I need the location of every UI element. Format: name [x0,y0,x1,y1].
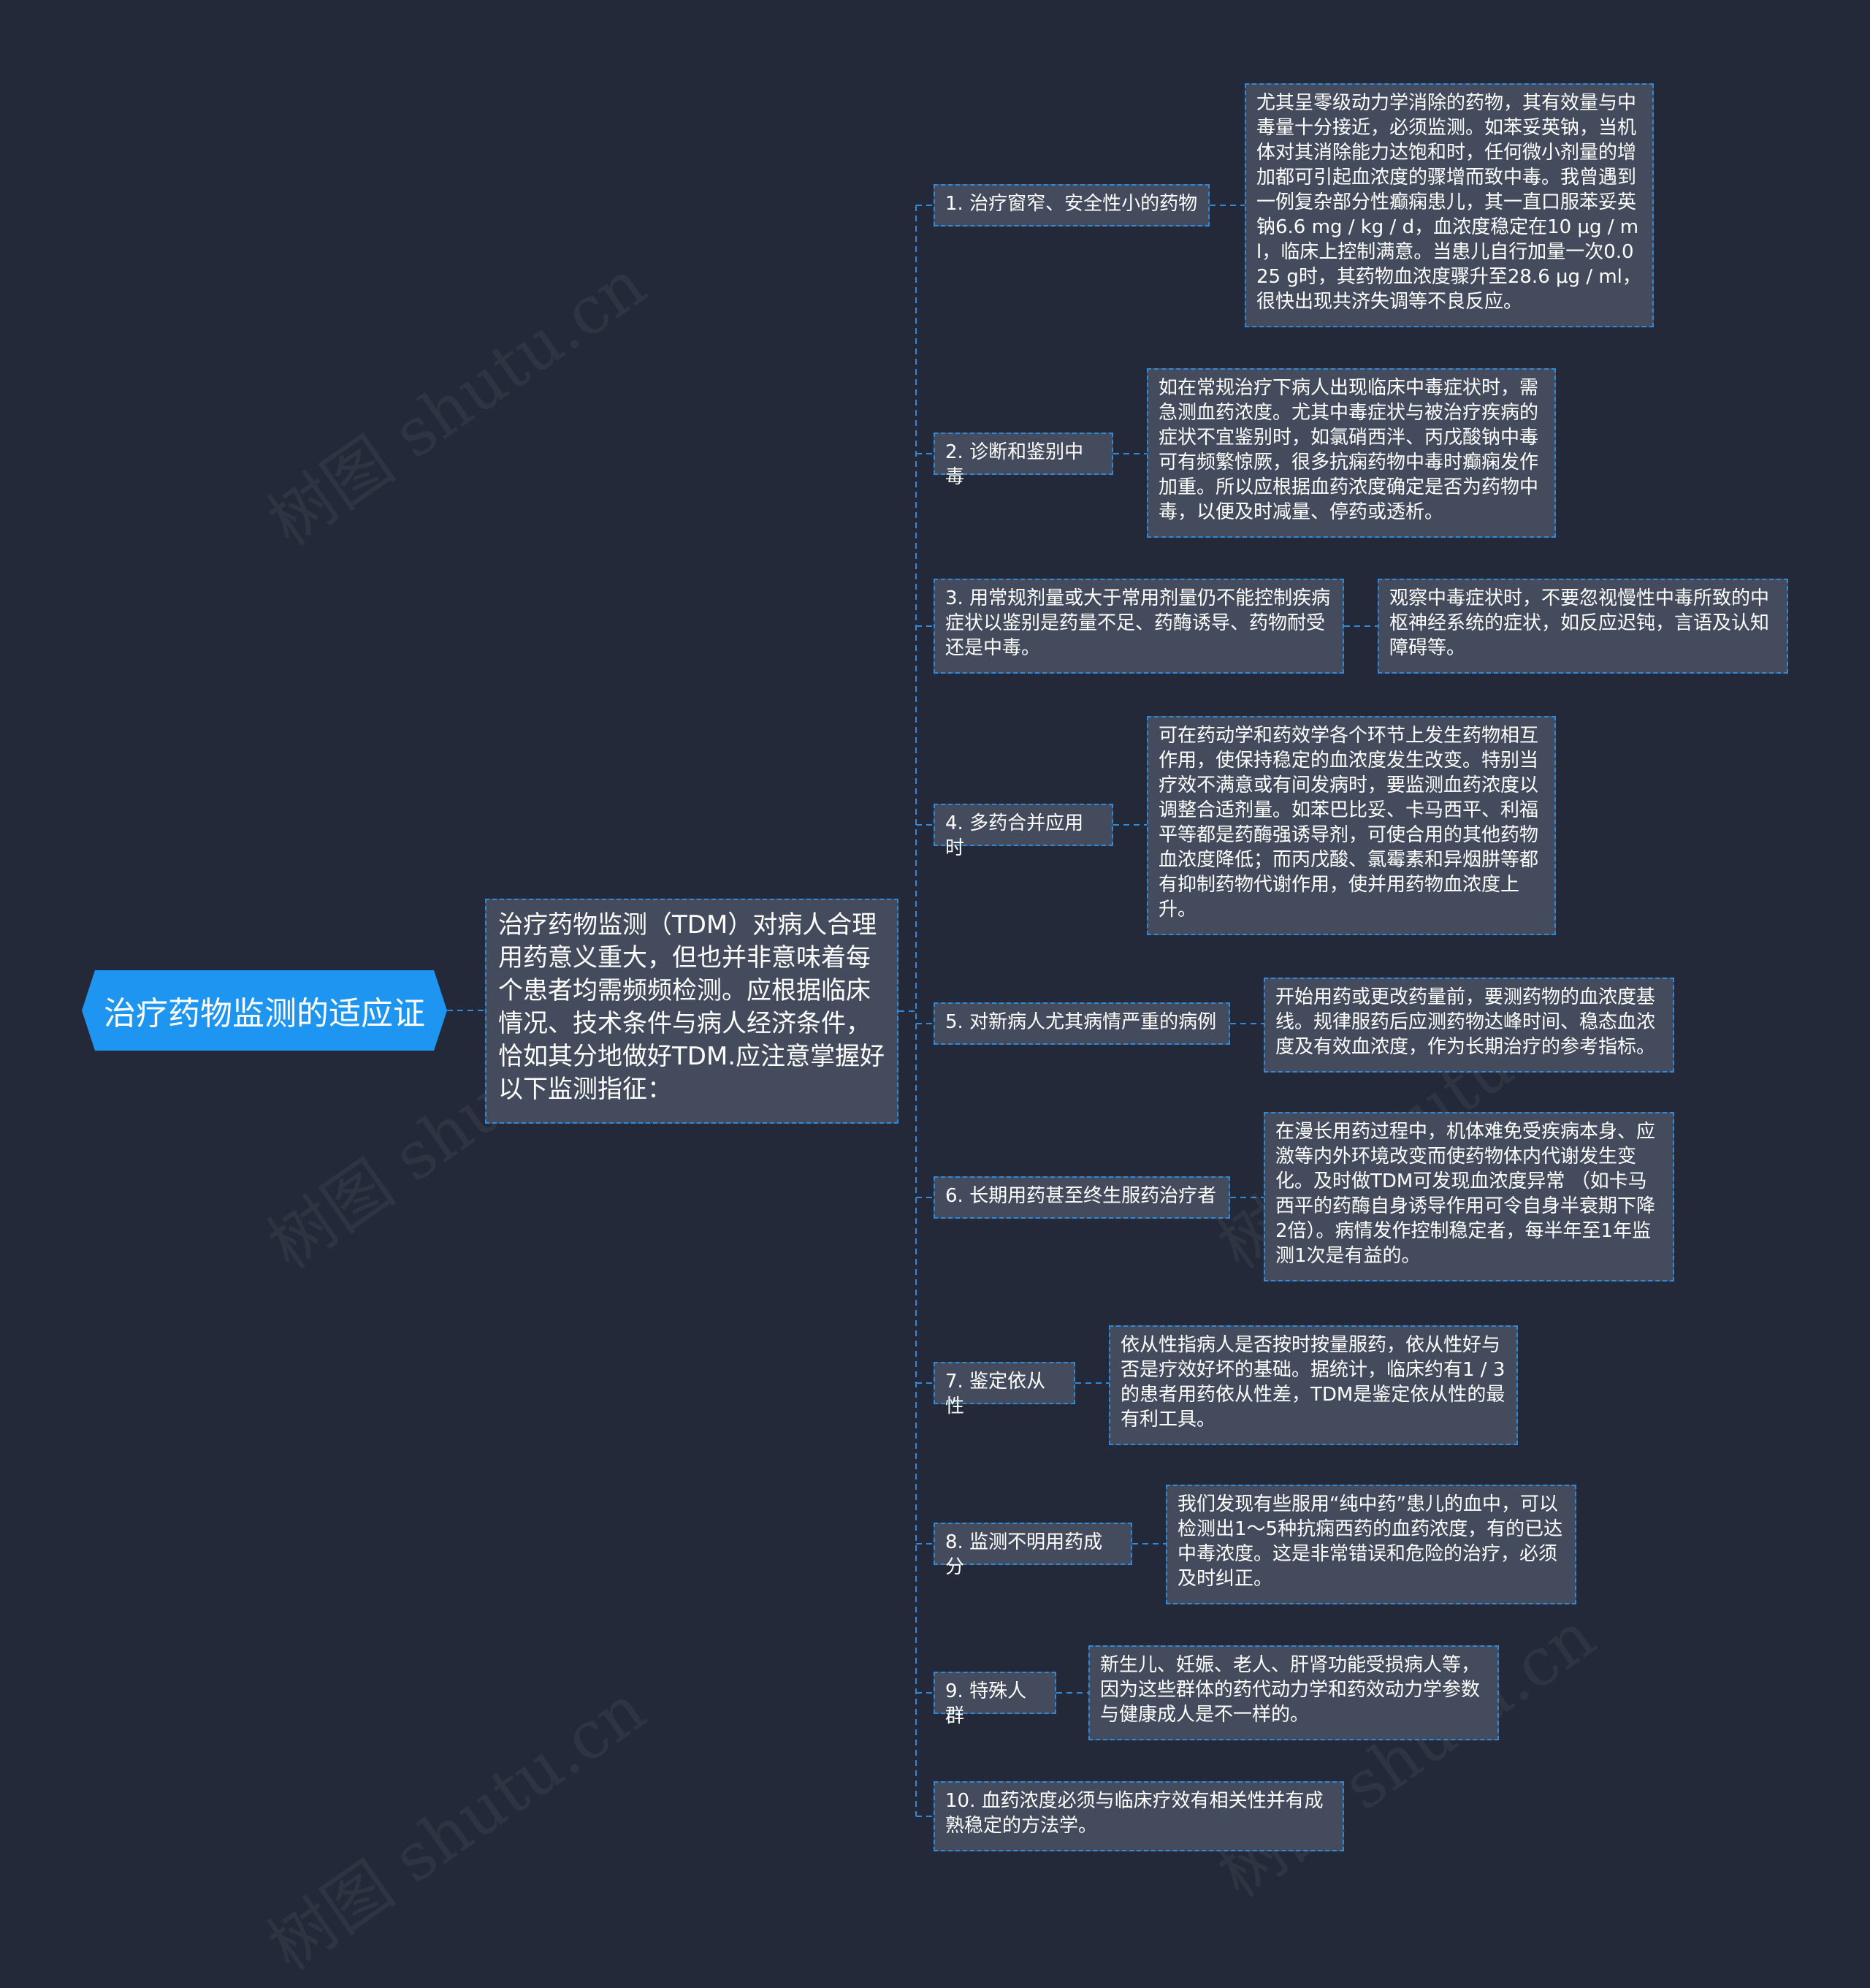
detail-3[interactable]: 观察中毒症状时，不要忽视慢性中毒所致的中枢神经系统的症状，如反应迟钝，言语及认知… [1378,579,1788,674]
branch-9[interactable]: 9. 特殊人群 [934,1672,1056,1727]
detail-4-text: 可在药动学和药效学各个环节上发生药物相互作用，使保持稳定的血浓度发生改变。特别当… [1159,725,1539,921]
detail-7-text: 依从性指病人是否按时按量服药，依从性好与否是疗效好坏的基础。据统计，临床约有1 … [1121,1334,1505,1431]
branch-2-label: 2. 诊断和鉴别中毒 [945,441,1084,488]
detail-8-text: 我们发现有些服用“纯中药”患儿的血中，可以检测出1～5种抗痫西药的血药浓度，有的… [1178,1493,1563,1590]
detail-1-text: 尤其呈零级动力学消除的药物，其有效量与中毒量十分接近，必须监测。如苯妥英钠，当机… [1256,92,1641,313]
detail-9-text: 新生儿、妊娠、老人、肝肾功能受损病人等，因为这些群体的药代动力学和药效动力学参数… [1100,1654,1481,1726]
branch-7-label: 7. 鉴定依从性 [945,1371,1046,1417]
branch-6[interactable]: 6. 长期用药甚至终生服药治疗者 [934,1176,1230,1219]
branch-3-label: 3. 用常规剂量或大于常用剂量仍不能控制疾病症状以鉴别是药量不足、药酶诱导、药物… [945,587,1331,659]
branch-4-label: 4. 多药合并应用时 [945,812,1084,859]
detail-5[interactable]: 开始用药或更改药量前，要测药物的血浓度基线。规律服药后应测药物达峰时间、稳态血浓… [1264,978,1674,1073]
branch-8-label: 8. 监测不明用药成分 [945,1531,1103,1578]
detail-3-text: 观察中毒症状时，不要忽视慢性中毒所致的中枢神经系统的症状，如反应迟钝，言语及认知… [1389,587,1770,659]
branch-8[interactable]: 8. 监测不明用药成分 [934,1523,1132,1578]
detail-7[interactable]: 依从性指病人是否按时按量服药，依从性好与否是疗效好坏的基础。据统计，临床约有1 … [1109,1325,1518,1445]
branch-10-label: 10. 血药浓度必须与临床疗效有相关性并有成熟稳定的方法学。 [945,1790,1324,1837]
root-title: 治疗药物监测的适应证 [104,995,425,1032]
root-topic[interactable]: 治疗药物监测的适应证 [82,970,447,1051]
branch-5[interactable]: 5. 对新病人尤其病情严重的病例 [934,1002,1230,1045]
detail-4[interactable]: 可在药动学和药效学各个环节上发生药物相互作用，使保持稳定的血浓度发生改变。特别当… [1147,716,1556,935]
branch-10[interactable]: 10. 血药浓度必须与临床疗效有相关性并有成熟稳定的方法学。 [934,1781,1344,1851]
detail-5-text: 开始用药或更改药量前，要测药物的血浓度基线。规律服药后应测药物达峰时间、稳态血浓… [1275,986,1656,1058]
branch-1-label: 1. 治疗窗窄、安全性小的药物 [945,193,1198,215]
branch-1[interactable]: 1. 治疗窗窄、安全性小的药物 [934,184,1210,226]
center-topic[interactable]: 治疗药物监测（TDM）对病人合理用药意义重大，但也并非意味着每个患者均需频频检测… [485,899,898,1124]
branch-7[interactable]: 7. 鉴定依从性 [934,1362,1075,1417]
branch-3[interactable]: 3. 用常规剂量或大于常用剂量仍不能控制疾病症状以鉴别是药量不足、药酶诱导、药物… [934,579,1344,674]
mind-map-canvas: 树图 shutu.cn 树图 shutu.cn 树图 shutu.cn 树图 s… [82,83,1788,1986]
branch-2[interactable]: 2. 诊断和鉴别中毒 [934,433,1113,488]
detail-2[interactable]: 如在常规治疗下病人出现临床中毒症状时，需急测血药浓度。尤其中毒症状与被治疗疾病的… [1147,368,1556,538]
branch-4[interactable]: 4. 多药合并应用时 [934,804,1113,859]
detail-2-text: 如在常规治疗下病人出现临床中毒症状时，需急测血药浓度。尤其中毒症状与被治疗疾病的… [1159,377,1539,523]
branch-9-label: 9. 特殊人群 [945,1680,1027,1727]
center-topic-text: 治疗药物监测（TDM）对病人合理用药意义重大，但也并非意味着每个患者均需频频检测… [498,910,885,1104]
detail-6-text: 在漫长用药过程中，机体难免受疾病本身、应激等内外环境改变而使药物体内代谢发生变化… [1275,1121,1656,1267]
detail-1[interactable]: 尤其呈零级动力学消除的药物，其有效量与中毒量十分接近，必须监测。如苯妥英钠，当机… [1245,83,1654,327]
branch-6-label: 6. 长期用药甚至终生服药治疗者 [945,1185,1217,1207]
detail-8[interactable]: 我们发现有些服用“纯中药”患儿的血中，可以检测出1～5种抗痫西药的血药浓度，有的… [1166,1485,1576,1604]
branch-5-label: 5. 对新病人尤其病情严重的病例 [945,1011,1217,1033]
connector-lines [447,205,1378,1817]
detail-6[interactable]: 在漫长用药过程中，机体难免受疾病本身、应激等内外环境改变而使药物体内代谢发生变化… [1264,1112,1674,1281]
detail-9[interactable]: 新生儿、妊娠、老人、肝肾功能受损病人等，因为这些群体的药代动力学和药效动力学参数… [1088,1645,1499,1740]
